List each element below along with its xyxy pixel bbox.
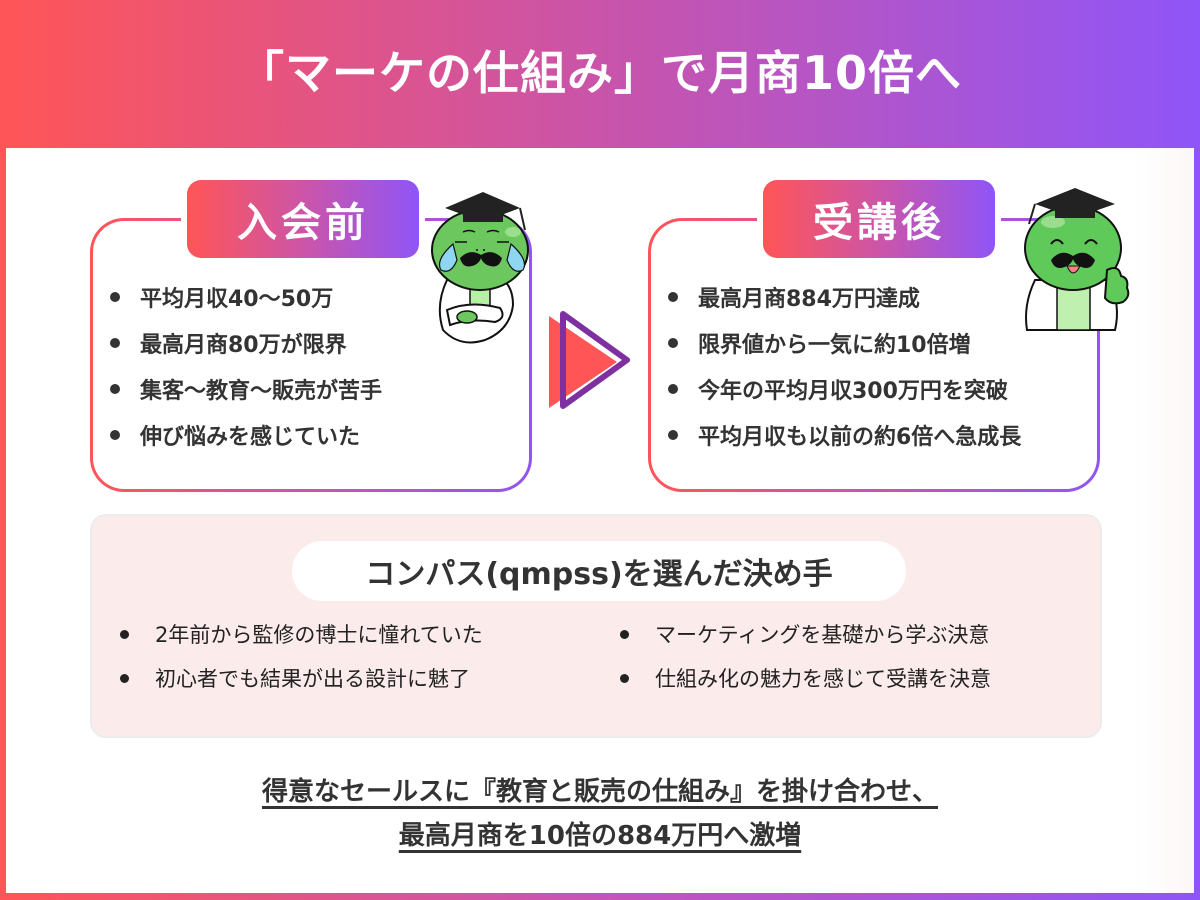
list-item: 今年の平均月収300万円を突破 [668,366,1021,412]
bullet-icon [120,673,129,683]
reasons-panel [90,514,1102,738]
reasons-title: コンパス(qmpss)を選んだ決め手 [292,541,906,601]
bullet-icon [668,292,678,302]
list-item: 初心者でも結果が出る設計に魅了 [120,656,483,700]
list-item-text: 最高月商884万円達成 [698,287,920,312]
list-item-text: 2年前から監修の博士に憧れていた [155,623,483,647]
list-item-text: 最高月商80万が限界 [140,333,347,358]
bullet-icon [668,384,678,394]
list-item: 集客〜教育〜販売が苦手 [110,366,382,412]
list-item-text: 伸び悩みを感じていた [140,425,361,450]
list-item-text: 限界値から一気に約10倍増 [698,333,971,358]
list-item-text: 今年の平均月収300万円を突破 [698,379,1008,404]
list-item: 最高月商80万が限界 [110,320,382,366]
list-item: マーケティングを基礎から学ぶ決意 [620,612,991,656]
bullet-icon [620,673,629,683]
reasons-list-left: 2年前から監修の博士に憧れていた 初心者でも結果が出る設計に魅了 [120,612,483,700]
bullet-icon [110,292,120,302]
play-arrow-icon [549,311,630,409]
after-card [648,218,1100,492]
list-item: 仕組み化の魅力を感じて受講を決意 [620,656,991,700]
list-item-text: 平均月収40〜50万 [140,287,334,312]
list-item: 伸び悩みを感じていた [110,412,382,458]
page-title: 「マーケの仕組み」で月商10倍へ [237,46,962,100]
conclusion: 得意なセールスに『教育と販売の仕組み』を掛け合わせ、 最高月商を10倍の884万… [0,770,1200,858]
before-list: 平均月収40〜50万 最高月商80万が限界 集客〜教育〜販売が苦手 伸び悩みを感… [110,274,382,458]
bullet-icon [668,338,678,348]
bullet-icon [620,629,629,639]
bullet-icon [110,338,120,348]
conclusion-line-2: 最高月商を10倍の884万円へ激増 [398,821,802,851]
list-item-text: 仕組み化の魅力を感じて受講を決意 [655,667,991,691]
reasons-list-right: マーケティングを基礎から学ぶ決意 仕組み化の魅力を感じて受講を決意 [620,612,991,700]
after-card-inner [651,221,1097,489]
after-label: 受講後 [763,180,995,258]
happy-mascot-icon [1024,188,1130,331]
after-list: 最高月商884万円達成 限界値から一気に約10倍増 今年の平均月収300万円を突… [668,274,1021,458]
list-item-text: 集客〜教育〜販売が苦手 [140,379,383,404]
list-item-text: 平均月収も以前の約6倍へ急成長 [698,425,1022,450]
bullet-icon [110,384,120,394]
bullet-icon [110,430,120,440]
bullet-icon [120,629,129,639]
list-item-text: マーケティングを基礎から学ぶ決意 [655,623,990,647]
list-item: 限界値から一気に約10倍増 [668,320,1021,366]
list-item: 最高月商884万円達成 [668,274,1021,320]
right-tint [1134,148,1194,893]
list-item: 平均月収も以前の約6倍へ急成長 [668,412,1021,458]
list-item: 2年前から監修の博士に憧れていた [120,612,483,656]
bullet-icon [668,430,678,440]
header-banner: 「マーケの仕組み」で月商10倍へ [0,0,1200,148]
list-item: 平均月収40〜50万 [110,274,382,320]
before-label: 入会前 [187,180,419,258]
list-item-text: 初心者でも結果が出る設計に魅了 [155,667,470,691]
conclusion-line-1: 得意なセールスに『教育と販売の仕組み』を掛け合わせ、 [261,777,938,807]
crying-mascot-icon [431,192,529,344]
